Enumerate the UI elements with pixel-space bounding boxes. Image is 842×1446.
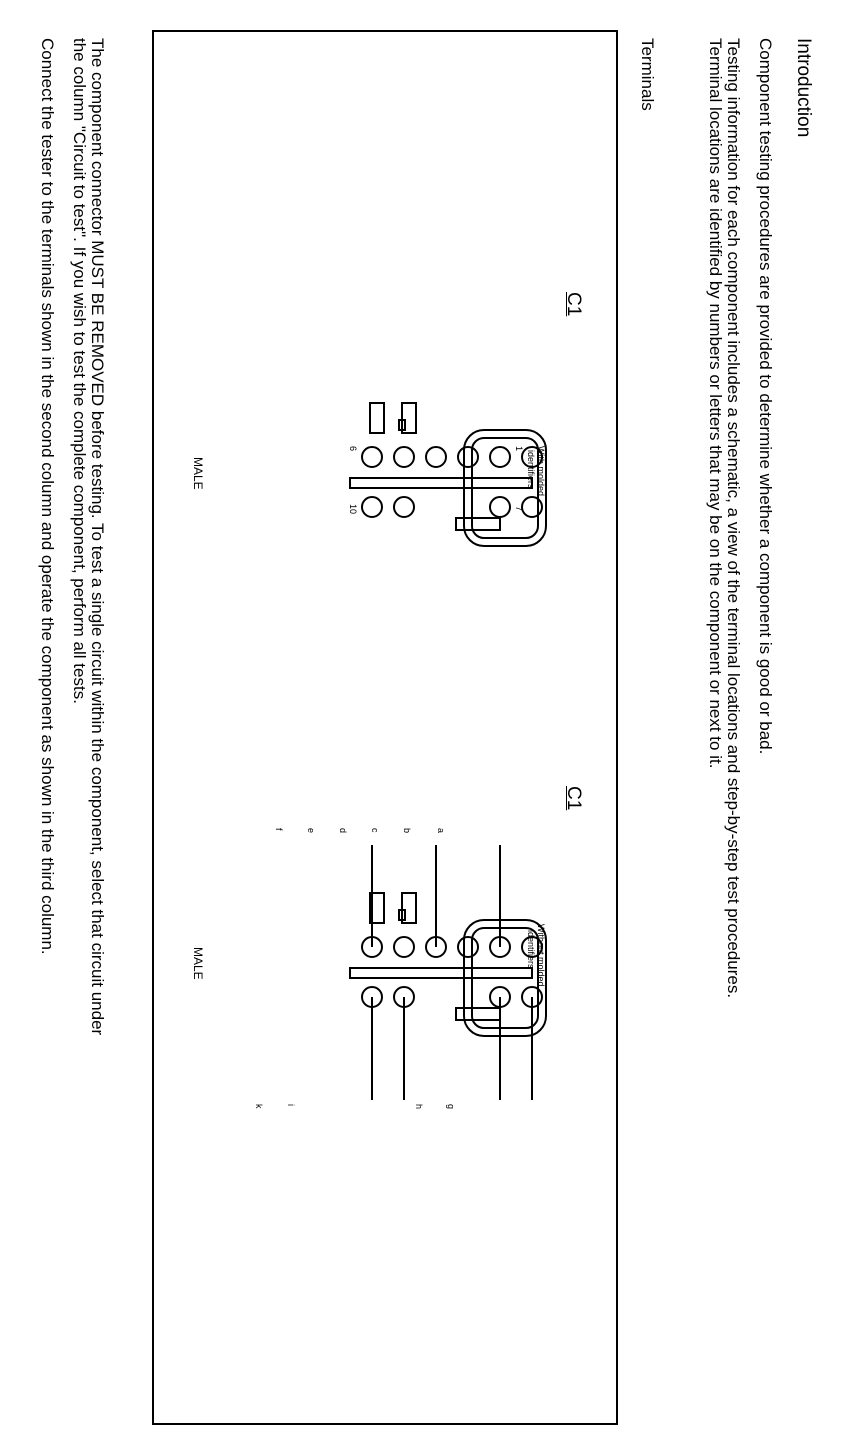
- left-center-bar: [349, 477, 533, 489]
- left-pin-1: [521, 446, 543, 468]
- right-label-k: k: [254, 1104, 264, 1109]
- right-label-b: b: [402, 828, 412, 834]
- right-pin-a: [521, 936, 543, 958]
- right-label-h: h: [414, 1104, 424, 1110]
- right-latch-bottom: [369, 892, 385, 924]
- right-latch-top: [401, 892, 417, 924]
- right-tab-right: [455, 1007, 501, 1021]
- left-pin-6: [361, 446, 383, 468]
- left-latch-bottom: [369, 402, 385, 434]
- left-connector-name: C1: [563, 292, 584, 317]
- right-connector: [349, 845, 547, 1100]
- left-pin-8: [489, 496, 511, 518]
- left-connector-caption-2: identifiers: [526, 450, 536, 489]
- right-label-e: e: [306, 828, 316, 834]
- left-latch-top: [401, 402, 417, 434]
- right-pin-c: [457, 936, 479, 958]
- right-center-bar: [349, 967, 533, 979]
- right-label-f: f: [274, 828, 284, 831]
- footer-line-2: the column "Circuit to test". If you wis…: [70, 38, 89, 704]
- right-label-g: g: [446, 1104, 456, 1110]
- right-pin-e: [393, 936, 415, 958]
- right-label-d: d: [338, 828, 348, 834]
- left-tab-right: [455, 517, 501, 531]
- right-connector-caption-2: identifiers: [526, 930, 536, 969]
- right-key: [398, 909, 406, 921]
- left-label-1: 1: [514, 446, 524, 452]
- left-label-6: 6: [348, 446, 358, 452]
- left-pin-3: [457, 446, 479, 468]
- left-pin-7: [521, 496, 543, 518]
- right-label-i: i: [286, 1104, 296, 1106]
- left-key: [398, 419, 406, 431]
- right-connector-name: C1: [563, 786, 584, 811]
- right-label-a: a: [436, 828, 446, 834]
- left-pin-5: [393, 446, 415, 468]
- right-connector-gender: MALE: [191, 947, 205, 980]
- left-pin-10: [361, 496, 383, 518]
- footer-line-1: The component connector MUST BE REMOVED …: [88, 38, 107, 1036]
- left-connector-gender: MALE: [191, 457, 205, 490]
- footer-line-3: Connect the tester to the terminals show…: [38, 38, 57, 955]
- left-label-7: 7: [514, 506, 524, 512]
- left-label-10: 10: [348, 504, 358, 515]
- left-pin-2: [489, 446, 511, 468]
- left-pin-9: [393, 496, 415, 518]
- left-connector: [349, 402, 547, 547]
- right-label-c: c: [370, 828, 380, 833]
- left-pin-4: [425, 446, 447, 468]
